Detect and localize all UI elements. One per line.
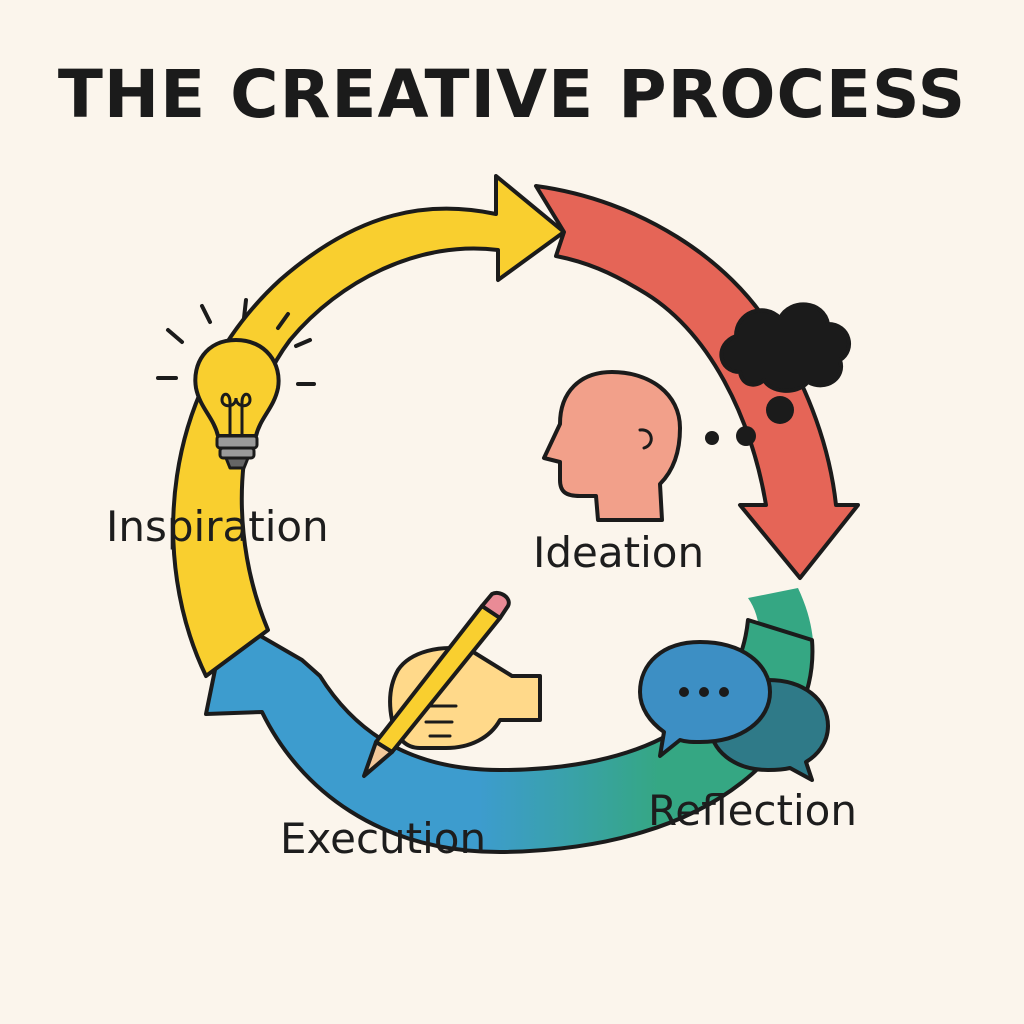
speech-bubbles-icon	[638, 640, 830, 782]
head-icon	[542, 370, 682, 522]
stage-label-inspiration: Inspiration	[106, 502, 329, 551]
stage-label-reflection: Reflection	[648, 786, 857, 835]
stage-label-execution: Execution	[280, 814, 487, 863]
thought-dot-icon	[705, 431, 719, 445]
stage-label-ideation: Ideation	[533, 528, 705, 577]
pencil-hand-icon	[362, 591, 542, 778]
thought-dot-icon	[736, 426, 756, 446]
ideation-arrow-segment	[534, 184, 860, 580]
lightbulb-icon	[156, 298, 316, 470]
thought-dot-icon	[766, 396, 794, 424]
cloud-icon	[719, 302, 851, 393]
diagram-title: THE CREATIVE PROCESS	[57, 56, 967, 133]
execution-arrow-segment	[204, 614, 815, 854]
